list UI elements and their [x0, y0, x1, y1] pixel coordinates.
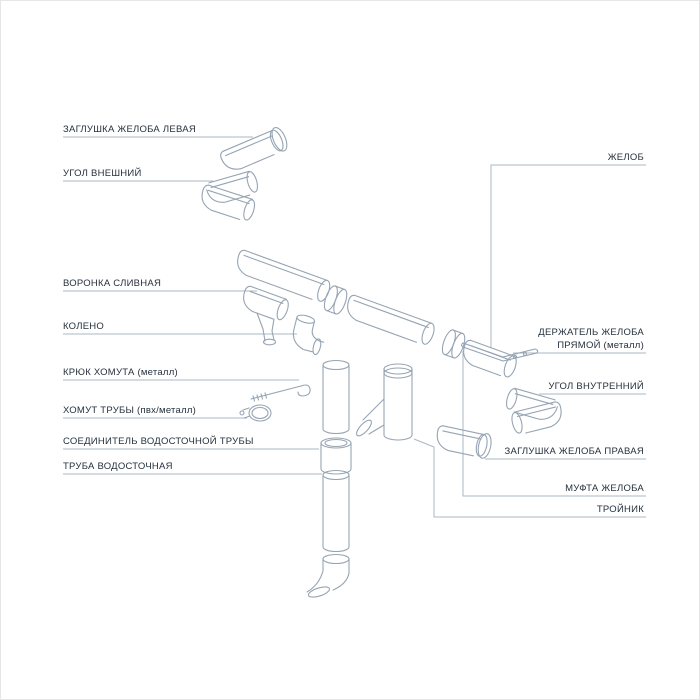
label-elbow: КОЛЕНО: [63, 321, 105, 332]
label-bracket: ДЕРЖАТЕЛЬ ЖЕЛОБА ПРЯМОЙ (металл): [538, 326, 644, 352]
label-bracket-line2: ПРЯМОЙ (металл): [557, 340, 644, 351]
clamp-hook: [250, 384, 311, 402]
label-downpipe: ТРУБА ВОДОСТОЧНАЯ: [63, 461, 173, 472]
label-drain-funnel: ВОРОНКА СЛИВНАЯ: [63, 278, 162, 289]
downpipe-lower: [322, 469, 350, 553]
label-end-cap-right: ЗАГЛУШКА ЖЕЛОБА ПРАВАЯ: [504, 446, 644, 457]
gutter-end-cap-left: [220, 126, 288, 170]
gutter-coupling-1: [323, 285, 348, 315]
elbow: [292, 314, 325, 356]
label-pipe-clamp: ХОМУТ ТРУБЫ (пвх/металл): [63, 405, 197, 416]
gutter-section-2: [347, 294, 435, 345]
label-tee: ТРОЙНИК: [596, 504, 644, 515]
label-pipe-connector: СОЕДИНИТЕЛЬ ВОДОСТОЧНОЙ ТРУБЫ: [63, 436, 254, 447]
tee: [356, 363, 413, 441]
label-inner-corner: УГОЛ ВНУТРЕННИЙ: [548, 381, 644, 392]
label-end-cap-left: ЗАГЛУШКА ЖЕЛОБА ЛЕВАЯ: [63, 124, 196, 135]
gutter-section-1: [237, 249, 331, 302]
drain-funnel: [243, 285, 289, 346]
leader-line: [413, 438, 646, 518]
leader-line: [462, 351, 646, 497]
leader-line: [490, 164, 646, 348]
leader-lines: [63, 136, 646, 518]
label-coupling: МУФТА ЖЕЛОБА: [565, 483, 644, 494]
downpipe-upper: [322, 359, 350, 435]
label-bracket-line1: ДЕРЖАТЕЛЬ ЖЕЛОБА: [538, 327, 644, 338]
label-clamp-hook: КРЮК ХОМУТА (металл): [63, 367, 178, 378]
label-gutter: ЖЕЛОБ: [607, 152, 644, 163]
gutter-bracket-straight: [460, 342, 539, 362]
downpipe-connector: [320, 437, 352, 475]
pipe-clamp: [239, 404, 272, 422]
inner-corner: [505, 387, 562, 434]
downpipe-outlet: [306, 553, 350, 598]
outer-corner: [201, 170, 259, 221]
gutter-end-cap-right: [436, 425, 492, 459]
label-outer-corner: УГОЛ ВНЕШНИЙ: [63, 168, 142, 179]
